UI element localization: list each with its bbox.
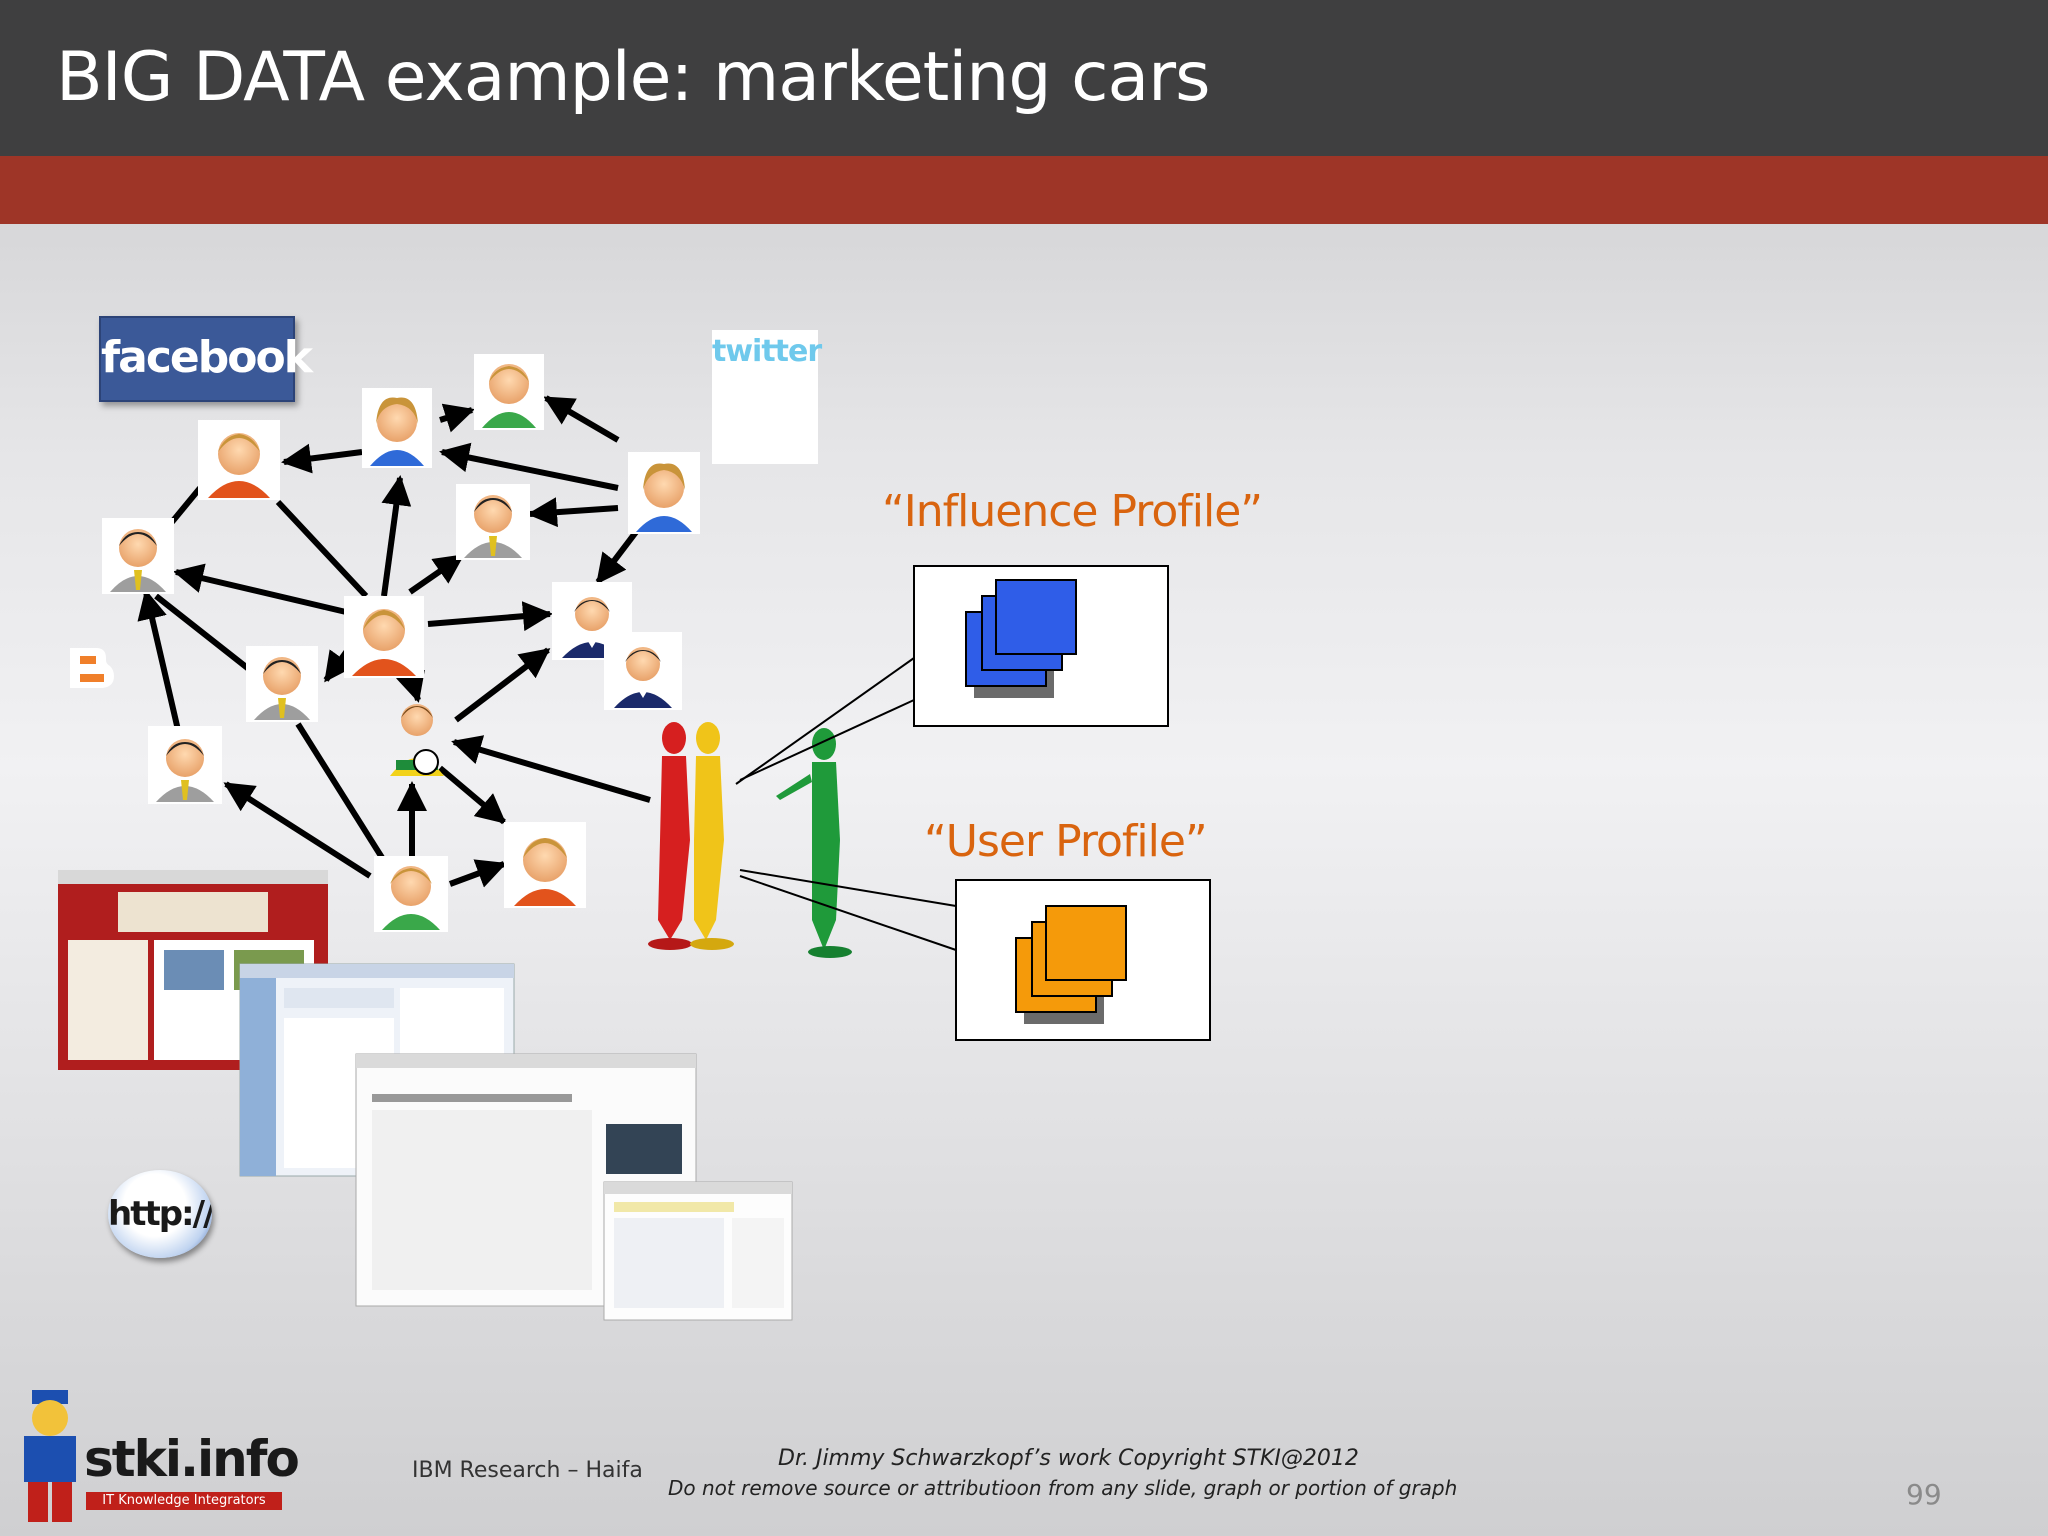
blogger-icon [52, 632, 122, 698]
influence-callout-line [739, 699, 915, 781]
edge [408, 553, 465, 595]
edge [527, 497, 619, 528]
mannequin-figure-icon [648, 722, 692, 950]
http-globe-icon: http://ww [108, 1170, 212, 1258]
influence-profile-box [913, 565, 1169, 727]
edge [173, 563, 347, 615]
mannequin-figures [648, 722, 852, 958]
callout-lines [735, 657, 957, 951]
edge [223, 781, 372, 879]
user-profile-box [955, 879, 1211, 1041]
edge [438, 765, 507, 825]
edge [381, 475, 412, 597]
edge [169, 486, 203, 524]
accent-bar [0, 156, 2048, 224]
browser-screenshots [58, 870, 793, 1321]
person-avatar-icon [374, 856, 448, 932]
person-avatar-icon [344, 596, 424, 678]
person-avatar-icon [628, 452, 700, 534]
stki-tagline: IT Knowledge Integrators [86, 1492, 282, 1510]
twitter-wordmark: twitter [712, 334, 822, 369]
person-avatar-icon [604, 632, 682, 710]
edge [543, 395, 620, 443]
person-avatar-icon [246, 646, 318, 722]
blogger-b-glyph [70, 648, 114, 688]
stki-mascot-icon [24, 1390, 76, 1522]
facebook-logo: facebook [99, 316, 313, 402]
edge [451, 735, 651, 803]
person-avatar-icon [198, 420, 280, 500]
person-avatar-icon [390, 704, 444, 776]
person-avatar-icon [102, 518, 174, 594]
edge [275, 499, 369, 599]
footer-org: IBM Research – Haifa [412, 1458, 643, 1483]
person-avatar-icon [148, 726, 222, 804]
edge [281, 443, 363, 474]
person-avatar-icon [474, 354, 544, 430]
mannequin-figure-icon [690, 722, 734, 950]
network-edges [137, 395, 651, 888]
person-avatar-icon [456, 484, 530, 560]
edge [154, 593, 252, 673]
influence-callout-line [735, 657, 915, 785]
edge [595, 530, 639, 585]
edge [137, 589, 181, 731]
page-number: 99 [1906, 1478, 1942, 1511]
edge [439, 442, 619, 491]
person-avatar-icon [362, 388, 432, 468]
mannequin-figure-icon [776, 728, 852, 958]
twitter-logo: twitter [712, 330, 822, 464]
browser-screenshot [603, 1181, 793, 1321]
title-bar [0, 0, 2048, 156]
edge [295, 722, 389, 866]
edge [454, 647, 551, 723]
person-avatars [102, 354, 700, 932]
user-callout-line [739, 869, 957, 907]
slide-title: BIG DATA example: marketing cars [56, 38, 1211, 117]
user-callout-line [739, 875, 957, 951]
user-profile-label: “User Profile” [924, 816, 1208, 867]
influence-profile-label: “Influence Profile” [882, 486, 1263, 537]
edge [439, 403, 475, 433]
stki-logo: stki.info IT Knowledge Integrators [8, 1388, 300, 1518]
edge [448, 859, 507, 888]
stki-brand-text: stki.info [84, 1430, 300, 1488]
edge [427, 601, 553, 632]
person-avatar-icon [504, 822, 586, 908]
